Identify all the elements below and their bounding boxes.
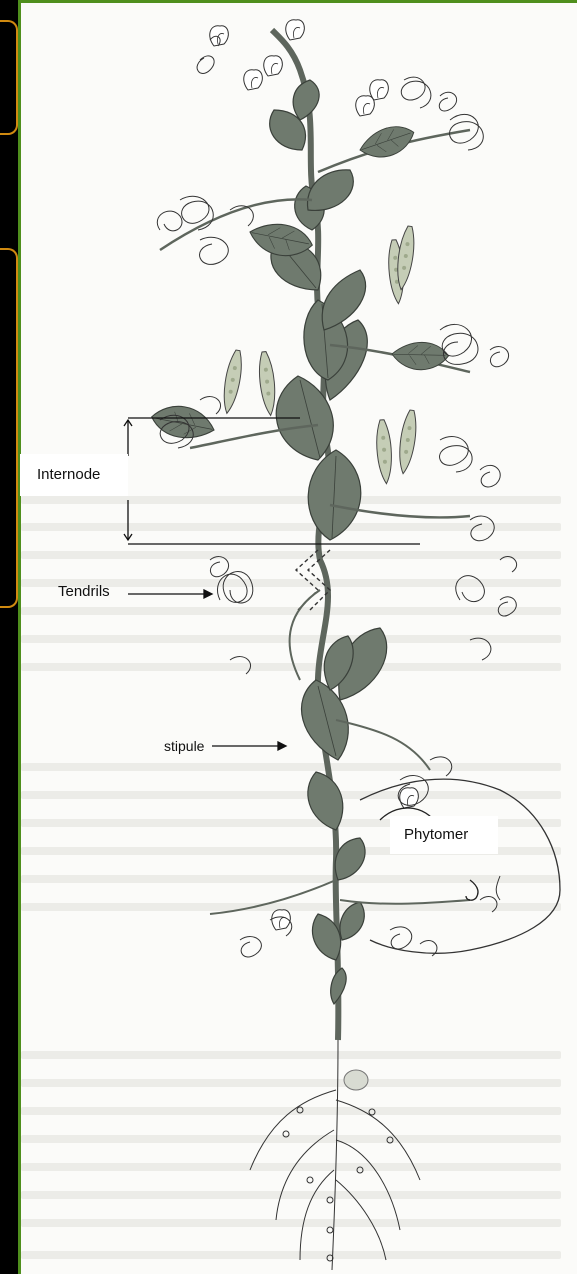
stipule-leaf	[340, 902, 364, 940]
stipule-leaf	[308, 772, 343, 830]
pea-flower	[264, 56, 283, 76]
pea-flower	[210, 26, 229, 46]
pea-flower	[272, 910, 291, 930]
internode-marker	[124, 418, 420, 544]
side-branch	[210, 880, 336, 914]
side-branch	[336, 720, 430, 770]
pea-pod	[220, 349, 245, 414]
stipule-leaf	[335, 838, 365, 880]
stipule-leaf	[308, 450, 361, 540]
seed	[344, 1070, 368, 1090]
phytomer-label: Phytomer	[390, 816, 498, 854]
compound-leaflet	[390, 337, 450, 374]
internode-label: Internode	[20, 454, 128, 496]
pea-pod	[375, 419, 394, 484]
pea-flower	[244, 70, 263, 90]
side-branch	[290, 590, 320, 680]
stipule-pointer	[212, 742, 286, 750]
pea-flower	[286, 20, 305, 40]
root-system	[250, 1040, 420, 1270]
stipule-leaf	[331, 968, 346, 1004]
pea-pod	[396, 409, 419, 474]
tendrils-pointer	[128, 590, 212, 598]
stipule-label: stipule	[164, 738, 204, 754]
tendrils-label: Tendrils	[58, 583, 110, 600]
pea-pod	[257, 351, 278, 416]
side-branch	[340, 900, 470, 904]
stipule-leaf	[293, 80, 319, 120]
pea-flower	[370, 80, 389, 100]
pea-flower	[356, 96, 375, 116]
